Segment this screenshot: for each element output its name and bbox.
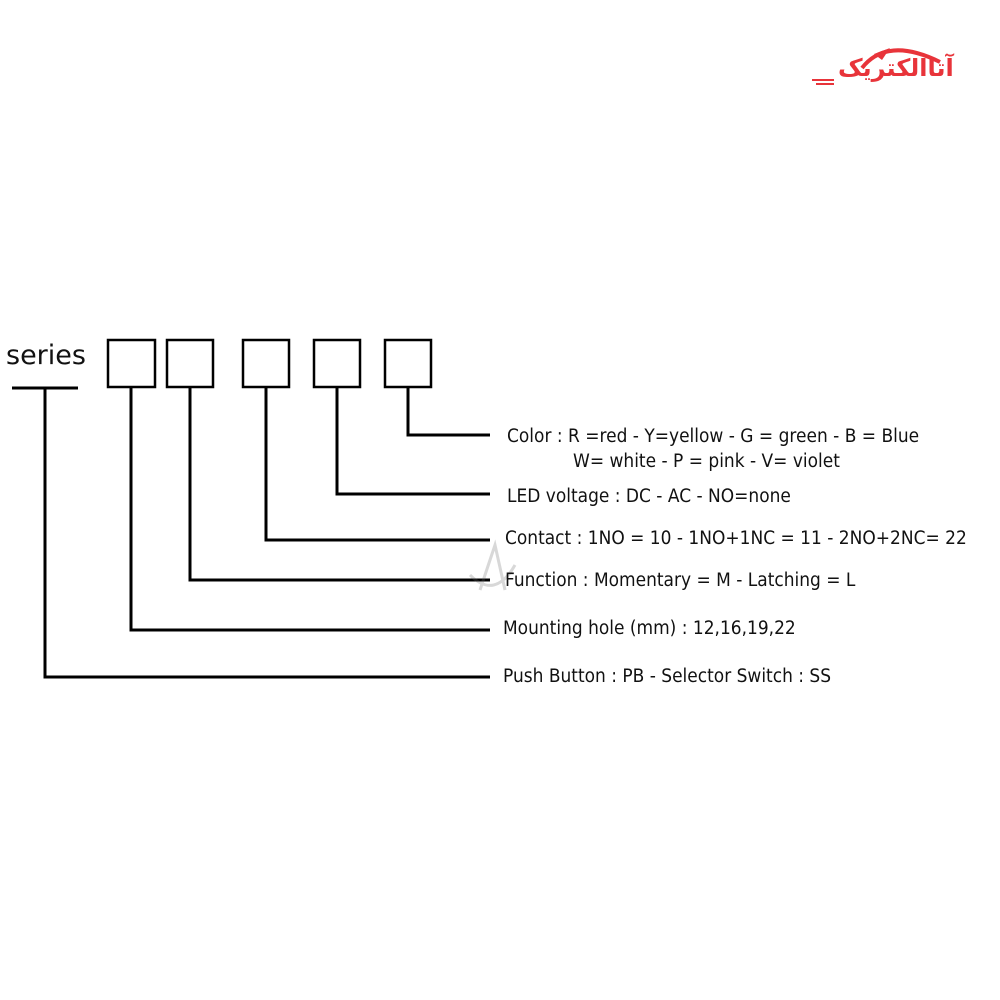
lightning-arc-icon: [812, 48, 941, 85]
code-box-1: [106, 338, 157, 389]
brand-logo-text: آتاالکتریک: [838, 54, 954, 82]
color-line-2: W= white - P = pink - V= violet: [573, 451, 840, 472]
code-box-5: [383, 338, 433, 389]
mounting-hole-text: Mounting hole (mm) : 12,16,19,22: [503, 618, 796, 639]
led-voltage-text: LED voltage : DC - AC - NO=none: [507, 486, 791, 507]
leader-contact: [264, 387, 490, 542]
leader-color: [406, 387, 490, 437]
code-box-4: [312, 338, 362, 389]
leader-led-voltage: [335, 387, 490, 496]
series-label: series: [6, 340, 86, 371]
code-box-3: [241, 338, 291, 389]
leader-function: [188, 387, 490, 582]
leader-type: [43, 388, 490, 679]
leader-mounting-hole: [129, 387, 490, 632]
watermark-icon: [468, 539, 517, 591]
brand-logo: [812, 40, 947, 92]
color-line-1: Color : R =red - Y=yellow - G = green - …: [507, 426, 920, 447]
contact-text: Contact : 1NO = 10 - 1NO+1NC = 11 - 2NO+…: [505, 528, 967, 549]
type-text: Push Button : PB - Selector Switch : SS: [503, 666, 832, 687]
code-box-2: [165, 338, 215, 389]
function-text: Function : Momentary = M - Latching = L: [505, 570, 856, 591]
